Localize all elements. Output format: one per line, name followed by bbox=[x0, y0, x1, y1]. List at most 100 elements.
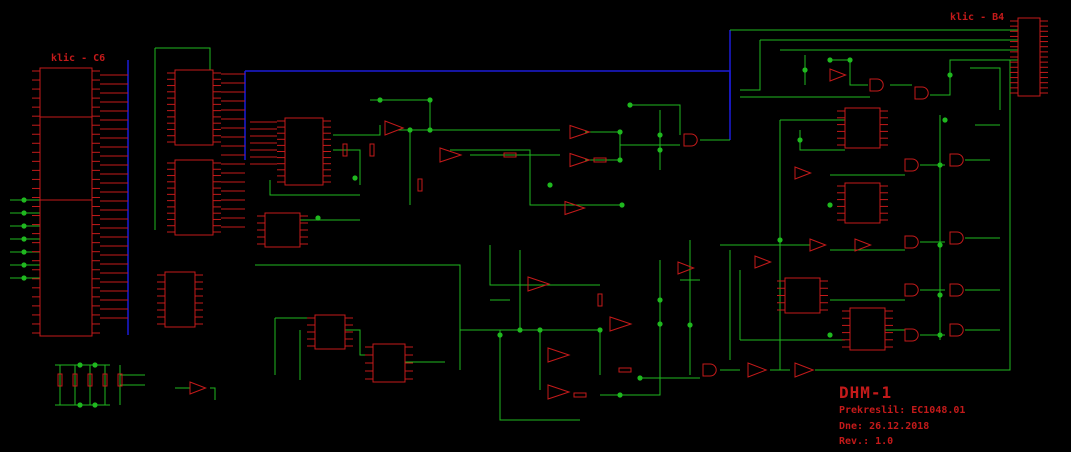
op-amp bbox=[547, 347, 571, 363]
junction-dot bbox=[687, 322, 693, 328]
ic-u10 bbox=[784, 277, 821, 314]
junction-dot bbox=[597, 327, 603, 333]
buffer-gate bbox=[794, 362, 815, 378]
op-amp bbox=[439, 147, 463, 163]
resistor bbox=[573, 392, 587, 398]
junction-dot bbox=[77, 362, 83, 368]
op-amp bbox=[609, 316, 633, 332]
ic-u11 bbox=[849, 307, 886, 351]
bus-lines bbox=[127, 30, 731, 335]
junction-dot bbox=[627, 102, 633, 108]
resistor bbox=[342, 143, 348, 157]
junction-dot bbox=[797, 137, 803, 143]
junctions bbox=[21, 57, 953, 408]
and-gate bbox=[904, 158, 919, 172]
connector-label-left: klic - C6 bbox=[51, 53, 106, 64]
junction-dot bbox=[847, 57, 853, 63]
and-gate bbox=[683, 133, 698, 147]
and-gate bbox=[702, 363, 717, 377]
components bbox=[32, 17, 1048, 400]
and-gate bbox=[904, 328, 919, 342]
junction-dot bbox=[315, 215, 321, 221]
junction-dot bbox=[21, 223, 27, 229]
junction-dot bbox=[617, 129, 623, 135]
and-gate bbox=[869, 78, 884, 92]
resistor bbox=[102, 373, 108, 387]
junction-dot bbox=[21, 236, 27, 242]
wire bbox=[345, 329, 373, 356]
junction-dot bbox=[827, 332, 833, 338]
wire bbox=[930, 59, 1018, 96]
junction-dot bbox=[427, 127, 433, 133]
and-gate bbox=[949, 231, 964, 245]
buffer-gate bbox=[809, 238, 827, 252]
wire bbox=[970, 67, 1001, 110]
and-gate bbox=[949, 153, 964, 167]
junction-dot bbox=[21, 197, 27, 203]
junction-dot bbox=[21, 249, 27, 255]
op-amp bbox=[527, 276, 551, 292]
ic-u9 bbox=[844, 182, 881, 224]
and-gate bbox=[949, 283, 964, 297]
wire bbox=[155, 47, 211, 70]
junction-dot bbox=[497, 332, 503, 338]
connector-c6 bbox=[39, 67, 93, 337]
buffer-gate bbox=[754, 255, 772, 269]
junction-dot bbox=[427, 97, 433, 103]
wire bbox=[333, 149, 361, 185]
junction-dot bbox=[802, 67, 808, 73]
junction-dot bbox=[942, 117, 948, 123]
ic-u3 bbox=[164, 271, 196, 328]
title-block-drawn-by: Prekreslil: EC1048.01 bbox=[839, 405, 966, 416]
and-gate bbox=[904, 283, 919, 297]
wire bbox=[255, 264, 461, 370]
resistor bbox=[503, 152, 517, 158]
wire bbox=[815, 60, 1011, 371]
junction-dot bbox=[21, 275, 27, 281]
junction-dot bbox=[537, 327, 543, 333]
junction-dot bbox=[937, 292, 943, 298]
ic-u2 bbox=[174, 159, 214, 236]
buffer-gate bbox=[829, 68, 847, 82]
buffer-gate bbox=[384, 120, 405, 136]
op-amp bbox=[569, 152, 592, 168]
title-block-title: DHM-1 bbox=[839, 383, 893, 402]
junction-dot bbox=[92, 402, 98, 408]
wires bbox=[10, 29, 1018, 421]
title-block-date: Dne: 26.12.2018 bbox=[839, 421, 930, 432]
op-amp bbox=[564, 200, 587, 216]
resistor bbox=[618, 367, 632, 373]
junction-dot bbox=[657, 297, 663, 303]
and-gate bbox=[914, 86, 929, 100]
resistor bbox=[369, 143, 375, 157]
title-block-revision: Rev.: 1.0 bbox=[839, 436, 894, 447]
wire bbox=[370, 99, 431, 130]
junction-dot bbox=[637, 375, 643, 381]
junction-dot bbox=[517, 327, 523, 333]
junction-dot bbox=[947, 72, 953, 78]
connector-b4 bbox=[1017, 17, 1041, 97]
ic-u8 bbox=[844, 107, 881, 149]
resistor bbox=[72, 373, 78, 387]
wire bbox=[740, 40, 761, 91]
wire bbox=[585, 131, 621, 161]
junction-dot bbox=[377, 97, 383, 103]
junction-dot bbox=[21, 262, 27, 268]
resistor bbox=[117, 373, 123, 387]
resistor bbox=[57, 373, 63, 387]
junction-dot bbox=[21, 210, 27, 216]
junction-dot bbox=[657, 321, 663, 327]
junction-dot bbox=[619, 202, 625, 208]
resistor bbox=[87, 373, 93, 387]
junction-dot bbox=[547, 182, 553, 188]
junction-dot bbox=[77, 402, 83, 408]
and-gate bbox=[949, 323, 964, 337]
junction-dot bbox=[777, 237, 783, 243]
wire bbox=[799, 130, 845, 151]
junction-dot bbox=[352, 175, 358, 181]
junction-dot bbox=[657, 132, 663, 138]
wire bbox=[628, 104, 681, 135]
junction-dot bbox=[617, 157, 623, 163]
junction-dot bbox=[827, 202, 833, 208]
